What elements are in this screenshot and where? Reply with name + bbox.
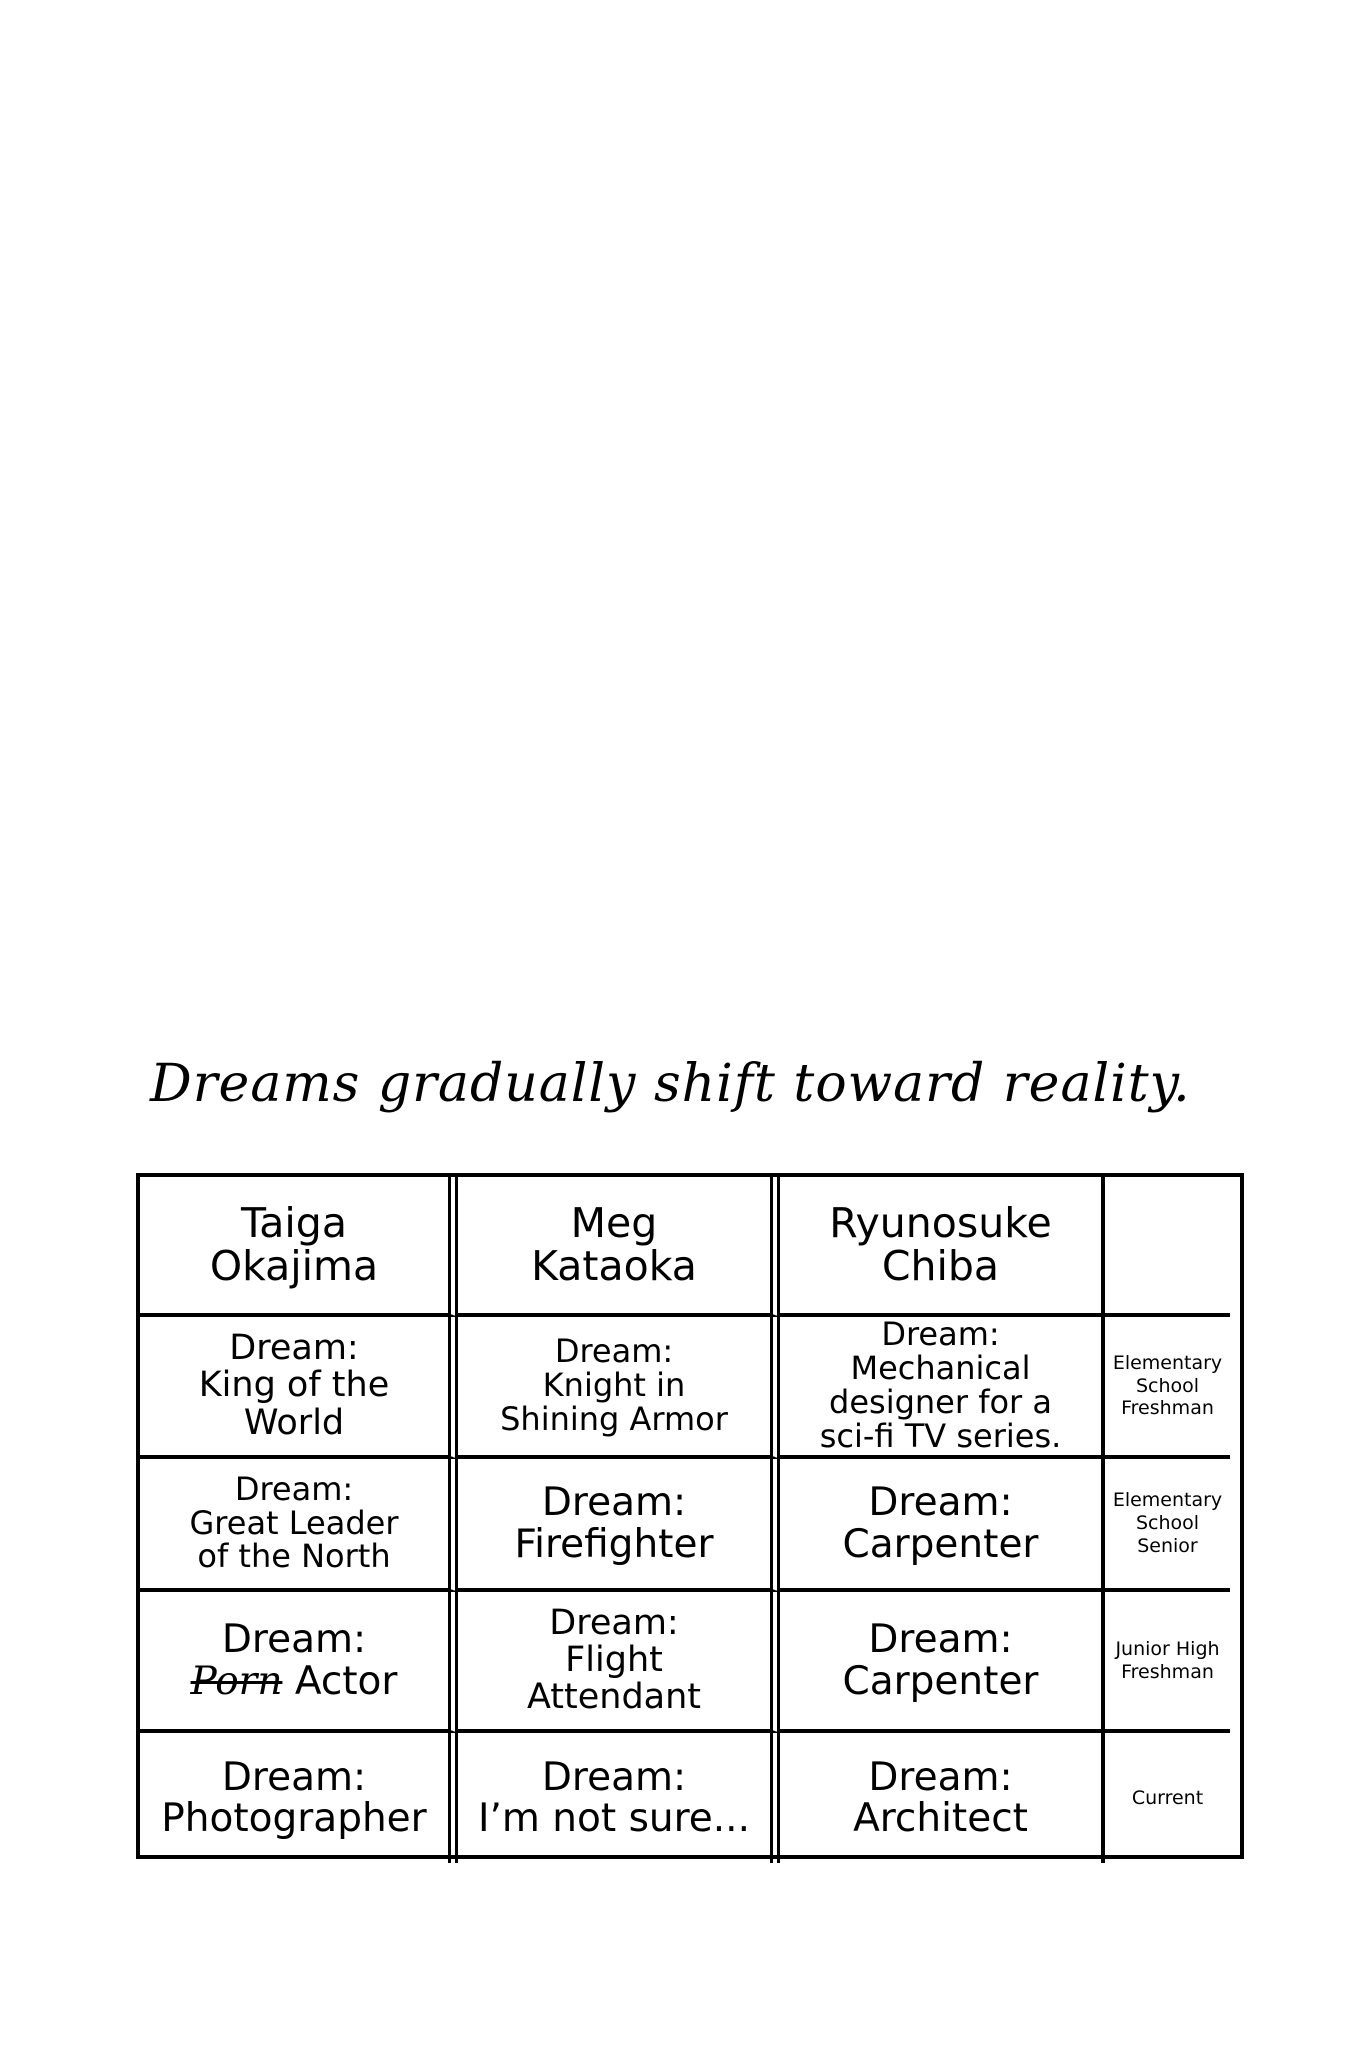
dream-prefix: Dream: bbox=[221, 1617, 367, 1663]
table-cell: Dream: Knight in Shining Armor bbox=[458, 1317, 780, 1459]
name-label: Ryunosuke Chiba bbox=[829, 1198, 1052, 1290]
stage-cell: Elementary School Senior bbox=[1105, 1459, 1230, 1592]
dream-text: Dream: Great Leader of the North bbox=[189, 1469, 399, 1576]
header-cell-ryunosuke: Ryunosuke Chiba bbox=[780, 1177, 1105, 1317]
table-cell: Dream: Architect bbox=[780, 1733, 1105, 1863]
dream-text: Dream: Carpenter bbox=[842, 1480, 1039, 1567]
header-cell-taiga: Taiga Okajima bbox=[140, 1177, 458, 1317]
table-cell: Dream:Porn Actor bbox=[140, 1592, 458, 1733]
header-cell-meg: Meg Kataoka bbox=[458, 1177, 780, 1317]
stage-cell: Junior High Freshman bbox=[1105, 1592, 1230, 1733]
dream-text: Dream: Architect bbox=[853, 1754, 1028, 1841]
stage-cell: Current bbox=[1105, 1733, 1230, 1863]
stage-label: Current bbox=[1131, 1786, 1204, 1809]
table-cell: Dream: Great Leader of the North bbox=[140, 1459, 458, 1592]
stage-label: Elementary School Freshman bbox=[1112, 1351, 1223, 1420]
table-cell: Dream: I’m not sure... bbox=[458, 1733, 780, 1863]
dream-text: Dream: Flight Attendant bbox=[526, 1602, 702, 1718]
table-cell: Dream: Flight Attendant bbox=[458, 1592, 780, 1733]
name-label: Taiga Okajima bbox=[209, 1198, 379, 1290]
dream-text: Dream: Photographer bbox=[161, 1754, 427, 1841]
dream-text: Dream: I’m not sure... bbox=[478, 1754, 750, 1841]
header-cell-stage bbox=[1105, 1177, 1230, 1317]
dream-remainder: Actor bbox=[282, 1658, 398, 1704]
dream-text: Dream: Knight in Shining Armor bbox=[500, 1332, 728, 1438]
crossed-out-word: Porn bbox=[190, 1658, 283, 1704]
stage-label: Junior High Freshman bbox=[1115, 1637, 1220, 1683]
page-title: Dreams gradually shift toward reality. bbox=[150, 1054, 1191, 1114]
table-cell: Dream: Carpenter bbox=[780, 1592, 1105, 1733]
dream-text: Dream: Carpenter bbox=[842, 1617, 1039, 1704]
dream-text: Dream:Porn Actor bbox=[191, 1619, 398, 1702]
table-cell: Dream: Photographer bbox=[140, 1733, 458, 1863]
dream-text: Dream: Firefighter bbox=[514, 1480, 714, 1567]
table-cell: Dream: Firefighter bbox=[458, 1459, 780, 1592]
dreams-table: Taiga Okajima Meg Kataoka Ryunosuke Chib… bbox=[136, 1173, 1244, 1863]
table-cell: Dream: Mechanical designer for a sci-fi … bbox=[780, 1317, 1105, 1459]
stage-label: Elementary School Senior bbox=[1112, 1489, 1223, 1557]
table-cell: Dream: Carpenter bbox=[780, 1459, 1105, 1592]
dream-text: Dream: King of the World bbox=[198, 1328, 390, 1443]
dream-text: Dream: Mechanical designer for a sci-fi … bbox=[819, 1317, 1062, 1455]
name-label: Meg Kataoka bbox=[531, 1198, 697, 1290]
stage-cell: Elementary School Freshman bbox=[1105, 1317, 1230, 1459]
table-cell: Dream: King of the World bbox=[140, 1317, 458, 1459]
